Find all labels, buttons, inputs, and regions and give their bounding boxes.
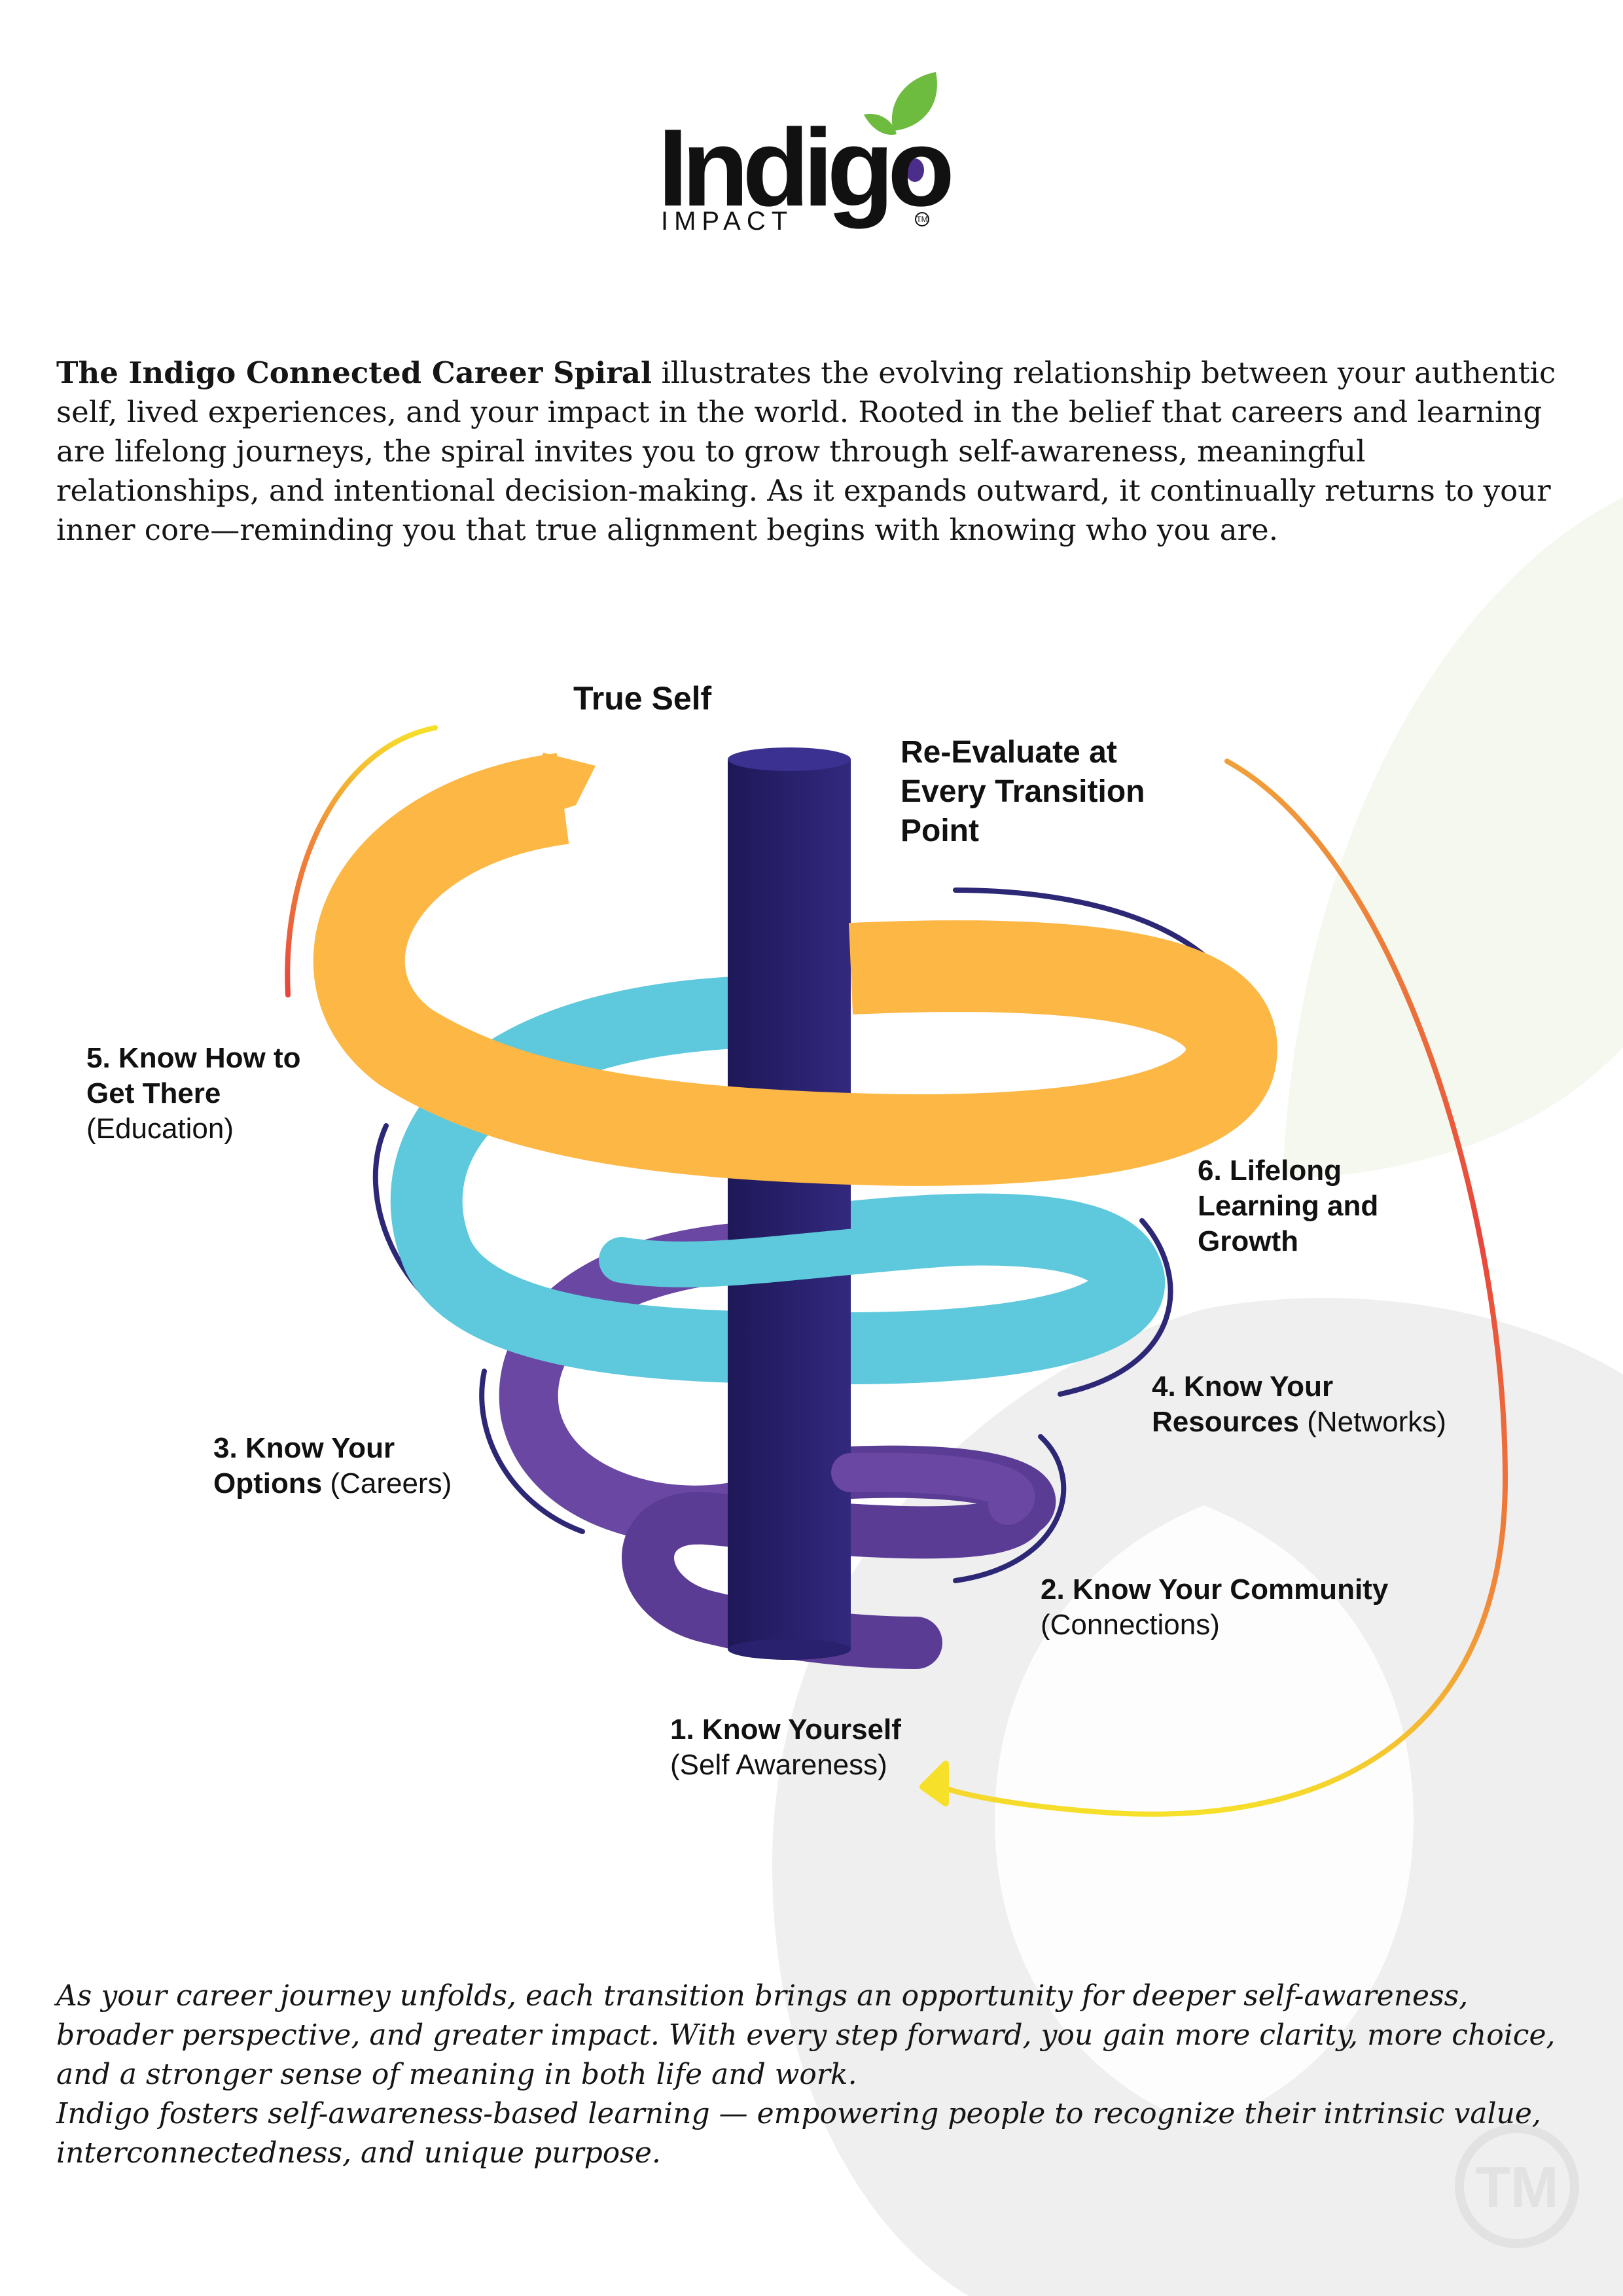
logo-tm-mark: TM	[915, 212, 929, 226]
arc-left-lower	[479, 1369, 585, 1534]
closing-text-1: As your career journey unfolds, each tra…	[56, 1979, 1556, 2091]
label-step3: 3. Know Your Options (Careers)	[213, 1431, 452, 1501]
label-step6-line3: Growth	[1198, 1225, 1298, 1257]
label-step3-line1: 3. Know Your	[213, 1432, 395, 1464]
label-step3-regular: (Careers)	[322, 1467, 452, 1499]
blue-front-segment	[599, 1214, 1103, 1287]
return-arrow-path	[940, 759, 1508, 1817]
left-gradient-arc	[285, 725, 438, 997]
label-step5: 5. Know How to Get There (Education)	[86, 1041, 301, 1147]
intro-title: The Indigo Connected Career Spiral	[56, 355, 652, 390]
label-reevaluate-line2: Every Transition	[901, 774, 1145, 809]
closing-text-2: Indigo fosters self-awareness-based lear…	[56, 2097, 1541, 2170]
watermark-tm-text: TM	[1475, 2155, 1558, 2219]
watermark-tm-icon	[1455, 2124, 1579, 2248]
label-step2-line2: (Connections)	[1041, 1609, 1220, 1641]
label-reevaluate-line1: Re-Evaluate at	[901, 735, 1117, 770]
label-step5-line2: Get There	[86, 1077, 221, 1109]
label-step6-line2: Learning and	[1198, 1190, 1379, 1222]
logo-dot-icon	[906, 158, 924, 182]
label-step2: 2. Know Your Community (Connections)	[1041, 1572, 1388, 1643]
arc-right-middle	[1058, 1218, 1173, 1397]
label-step6: 6. Lifelong Learning and Growth	[1198, 1153, 1378, 1259]
label-step1: 1. Know Yourself (Self Awareness)	[670, 1712, 901, 1783]
label-step4: 4. Know Your Resources (Networks)	[1152, 1369, 1446, 1440]
label-reevaluate-line3: Point	[901, 814, 979, 848]
label-step1-line1: 1. Know Yourself	[670, 1713, 901, 1746]
label-true-self: True Self	[573, 680, 712, 717]
label-step4-line1: 4. Know Your	[1152, 1371, 1334, 1403]
logo-leaf-icon	[891, 72, 937, 131]
yellow-coil	[313, 753, 1277, 1186]
intro-paragraph: The Indigo Connected Career Spiral illus…	[56, 353, 1561, 550]
label-step2-line1: 2. Know Your Community	[1041, 1573, 1389, 1605]
return-arrow-head-icon	[919, 1761, 949, 1806]
logo-subtitle: IMPACT	[661, 207, 794, 236]
label-step4-regular: (Networks)	[1299, 1406, 1446, 1438]
watermark-leaf-icon	[1283, 497, 1623, 1178]
logo-leaf-small-icon	[864, 114, 897, 135]
label-step4-bold: Resources	[1152, 1406, 1300, 1438]
closing-paragraph: As your career journey unfolds, each tra…	[56, 1977, 1561, 2173]
purple-front-segment	[831, 1452, 1035, 1525]
label-step6-line1: 6. Lifelong	[1198, 1155, 1342, 1187]
label-reevaluate: Re-Evaluate at Every Transition Point	[901, 733, 1145, 851]
intro-text: illustrates the evolving relationship be…	[56, 355, 1556, 547]
label-step1-line2: (Self Awareness)	[670, 1749, 887, 1781]
logo-wordmark: Indigo	[658, 106, 955, 229]
label-step5-line3: (Education)	[86, 1113, 234, 1145]
spiral-graphic	[285, 725, 1508, 1817]
label-step5-line1: 5. Know How to	[86, 1042, 301, 1074]
arc-right-lower	[953, 1434, 1067, 1583]
true-self-pole	[728, 747, 851, 1660]
career-spiral-diagram: True Self Re-Evaluate at Every Transitio…	[0, 628, 1623, 1872]
label-step3-bold: Options	[213, 1467, 323, 1499]
logo	[864, 72, 937, 182]
